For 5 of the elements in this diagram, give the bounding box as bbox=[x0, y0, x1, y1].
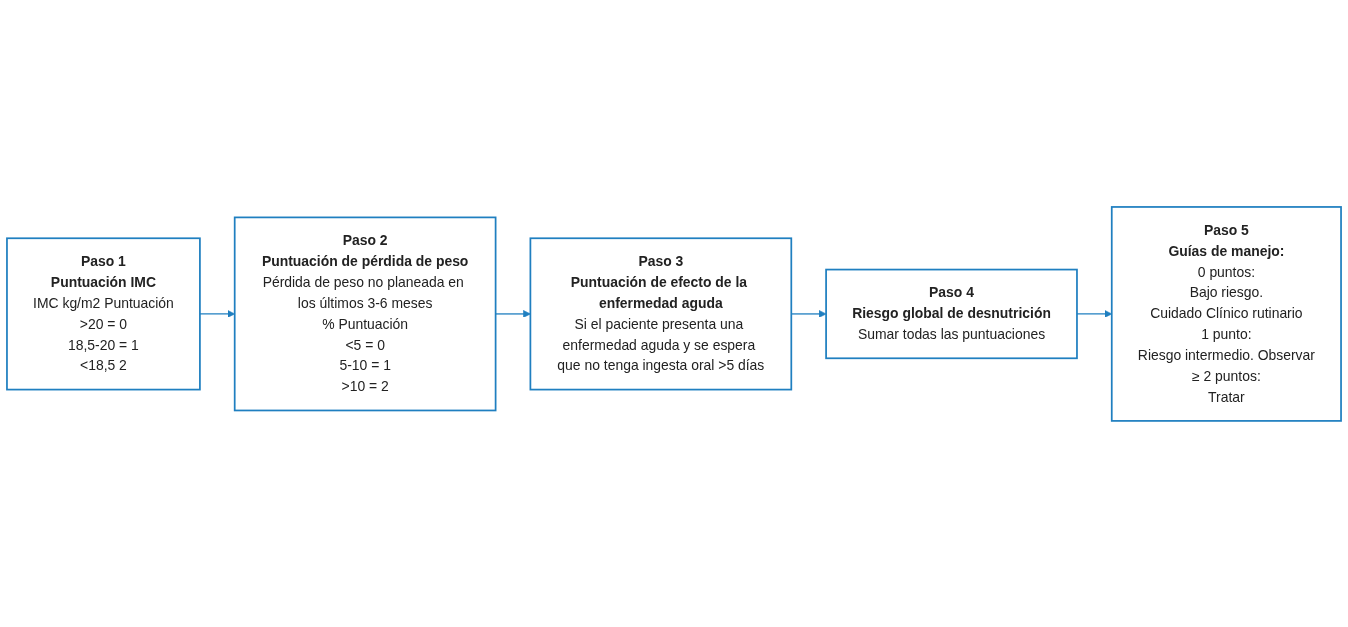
node-box: Paso 5 Guías de manejo: 0 puntos: Bajo riesgo. Cuidado Clínico rutinario 1 punto: Riesgo intermedio. Observar ≥ 2 puntos: Tratar bbox=[1110, 205, 1342, 422]
node-box: Paso 1 Puntuación IMC IMC kg/m2 Puntuación >20 = 0 18,5-20 = 1 <18,5 2 bbox=[6, 236, 201, 391]
node-box: Paso 2 Puntuación de pérdida de peso Pérdida de peso no planeada en los últimos 3-6 meses % Puntuación <5 = 0 5-10 = 1 >10 = 2 bbox=[233, 216, 497, 411]
node-box: Paso 4 Riesgo global de desnutrición Sumar todas las puntuaciones bbox=[825, 268, 1078, 359]
node-box: Paso 3 Puntuación de efecto de la enfermedad aguda Si el paciente presenta una enfermedad aguda y se espera que no tenga ingesta oral >5 días bbox=[529, 236, 793, 391]
